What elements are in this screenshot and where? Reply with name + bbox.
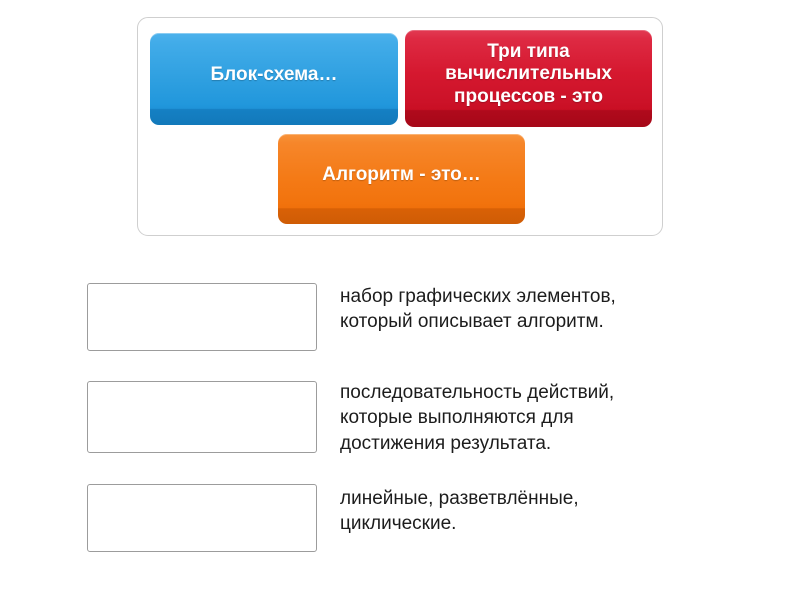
tile-label: Блок-схема… xyxy=(210,63,338,85)
draggable-tile-blue[interactable]: Блок-схема… xyxy=(150,33,398,125)
tile-tray: Блок-схема… Три типа вычислительных проц… xyxy=(137,17,663,236)
answer-text-3: линейные, разветвлённые, циклические. xyxy=(340,488,579,535)
draggable-tile-orange[interactable]: Алгоритм - это… xyxy=(278,134,525,224)
draggable-tile-red[interactable]: Три типа вычислительных процессов - это xyxy=(405,30,652,127)
answer-text-2: последовательность действий, которые вып… xyxy=(340,382,615,454)
drop-zone-3[interactable] xyxy=(87,484,317,552)
tile-label: Алгоритм - это… xyxy=(322,163,481,185)
drop-zone-1[interactable] xyxy=(87,283,317,351)
answer-text-1: набор графических элементов, который опи… xyxy=(340,286,616,333)
drop-zone-2[interactable] xyxy=(87,381,317,453)
tile-label: Три типа вычислительных процессов - это xyxy=(445,40,612,107)
